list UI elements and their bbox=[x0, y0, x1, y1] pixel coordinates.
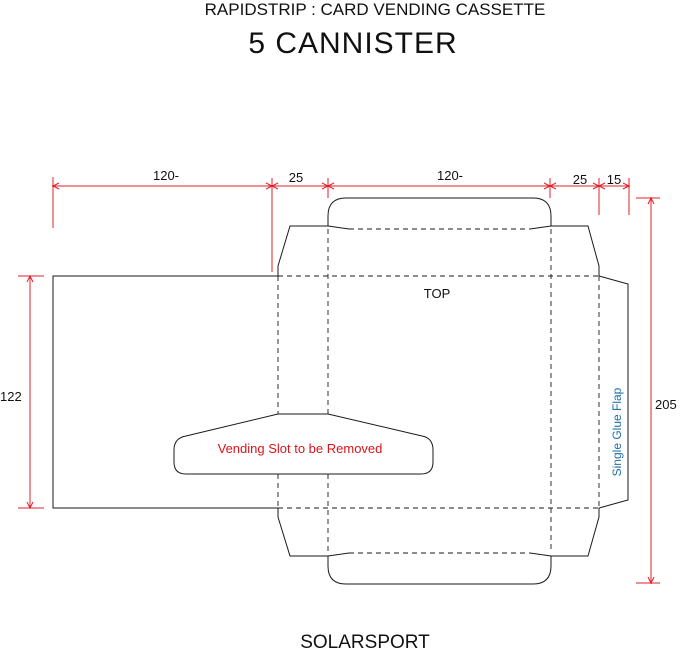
top-panel-label: TOP bbox=[424, 286, 451, 301]
dim-label-center-panel: 120- bbox=[437, 168, 463, 183]
dimension-lines bbox=[18, 177, 660, 585]
cut-lines bbox=[52, 197, 629, 585]
vending-slot-label: Vending Slot to be Removed bbox=[218, 441, 383, 456]
dim-label-glue-flap: 15 bbox=[607, 172, 621, 187]
fold-lines bbox=[277, 228, 600, 554]
dim-label-left-panel: 120- bbox=[153, 168, 179, 183]
drawing-subtitle: RAPIDSTRIP : CARD VENDING CASSETTE bbox=[205, 0, 546, 19]
dim-label-left-height: 122 bbox=[0, 389, 22, 404]
glue-flap-label: Single Glue Flap bbox=[610, 387, 624, 476]
dim-label-right-height: 205 bbox=[655, 397, 677, 412]
dim-label-left-flap: 25 bbox=[289, 170, 303, 185]
footer-brand: SOLARSPORT bbox=[300, 632, 430, 651]
drawing-title: 5 CANNISTER bbox=[248, 27, 457, 60]
dim-label-right-flap: 25 bbox=[573, 172, 587, 187]
